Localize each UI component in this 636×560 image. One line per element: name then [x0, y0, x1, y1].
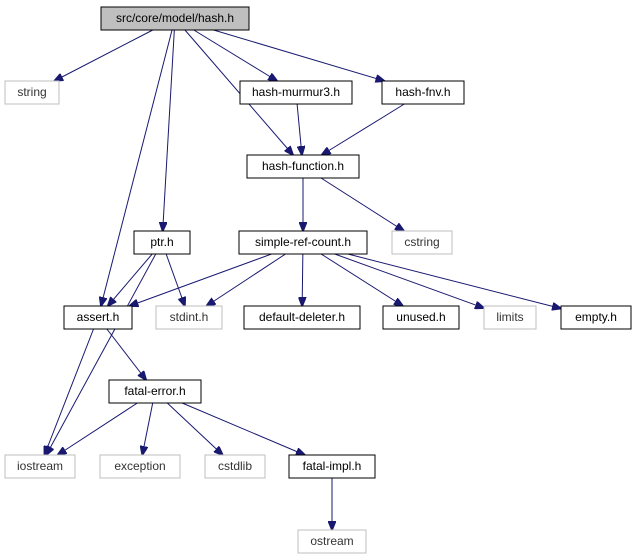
node-exception[interactable]: exception — [99, 454, 181, 479]
edge-simple-ref-count-to-assert-h — [129, 253, 272, 306]
edge-assert-h-to-iostream — [44, 328, 94, 455]
node-hash-fnv-h[interactable]: hash-fnv.h — [381, 80, 465, 105]
node-unused-h[interactable]: unused.h — [382, 305, 460, 330]
node-hash-murmur3-h[interactable]: hash-murmur3.h — [239, 80, 353, 105]
svg-text:limits: limits — [496, 310, 523, 324]
edge-simple-ref-count-to-limits — [334, 253, 484, 308]
node-cstring[interactable]: cstring — [391, 230, 453, 255]
node-simple-ref-count-h[interactable]: simple-ref-count.h — [238, 230, 368, 255]
svg-text:cstring: cstring — [404, 235, 439, 249]
svg-text:stdint.h: stdint.h — [170, 310, 209, 324]
edge-hash-h-to-ptr-h — [163, 29, 175, 231]
svg-text:src/core/model/hash.h: src/core/model/hash.h — [116, 11, 234, 25]
node-empty-h[interactable]: empty.h — [560, 305, 632, 330]
edges-layer — [44, 29, 561, 530]
edge-hash-function-to-cstring — [320, 177, 404, 231]
svg-text:assert.h: assert.h — [77, 310, 120, 324]
edge-hash-fnv-to-hash-function — [322, 103, 405, 155]
edge-hash-h-to-assert-h — [101, 29, 173, 306]
edge-simple-ref-count-to-stdint-h — [206, 253, 286, 306]
edge-ptr-h-to-assert-h — [108, 253, 153, 306]
nodes-layer: src/core/model/hash.h string hash-murmur… — [4, 6, 632, 554]
svg-text:ostream: ostream — [310, 534, 353, 548]
edge-fatal-error-to-cstdlib — [166, 402, 222, 455]
edge-hash-h-to-hash-fnv — [213, 29, 385, 81]
node-ostream[interactable]: ostream — [297, 529, 367, 554]
node-cstdlib[interactable]: cstdlib — [204, 454, 266, 479]
node-assert-h[interactable]: assert.h — [63, 305, 133, 330]
node-iostream[interactable]: iostream — [4, 454, 76, 479]
edge-simple-ref-count-to-default-deleter — [302, 253, 303, 306]
edge-fatal-error-to-fatal-impl — [181, 402, 305, 455]
svg-text:string: string — [17, 85, 46, 99]
svg-text:fatal-error.h: fatal-error.h — [124, 384, 185, 398]
svg-text:hash-function.h: hash-function.h — [262, 159, 344, 173]
edge-ptr-h-to-stdint-h — [165, 253, 185, 306]
edge-simple-ref-count-to-unused-h — [320, 253, 403, 306]
edge-simple-ref-count-to-empty-h — [347, 253, 561, 309]
edge-hash-h-to-string — [54, 29, 154, 81]
svg-text:iostream: iostream — [17, 459, 63, 473]
node-limits[interactable]: limits — [483, 305, 537, 330]
svg-text:cstdlib: cstdlib — [218, 459, 252, 473]
svg-text:fatal-impl.h: fatal-impl.h — [303, 459, 362, 473]
svg-text:unused.h: unused.h — [396, 310, 445, 324]
node-default-deleter-h[interactable]: default-deleter.h — [243, 305, 361, 330]
node-stdint-h[interactable]: stdint.h — [155, 305, 223, 330]
svg-text:empty.h: empty.h — [575, 310, 617, 324]
svg-text:exception: exception — [114, 459, 165, 473]
node-fatal-error-h[interactable]: fatal-error.h — [108, 379, 202, 404]
edge-hash-h-to-hash-murmur3 — [193, 29, 277, 81]
edge-fatal-error-to-exception — [142, 402, 154, 455]
svg-text:default-deleter.h: default-deleter.h — [259, 310, 345, 324]
node-hash-function-h[interactable]: hash-function.h — [246, 154, 360, 179]
edge-hash-h-to-hash-function — [184, 29, 293, 155]
node-hash-h[interactable]: src/core/model/hash.h — [100, 6, 250, 31]
svg-text:hash-fnv.h: hash-fnv.h — [395, 85, 450, 99]
edge-fatal-error-to-iostream — [58, 402, 138, 455]
edge-hash-murmur3-to-hash-function — [296, 103, 302, 155]
svg-text:simple-ref-count.h: simple-ref-count.h — [255, 235, 351, 249]
node-fatal-impl-h[interactable]: fatal-impl.h — [288, 454, 376, 479]
svg-text:hash-murmur3.h: hash-murmur3.h — [252, 85, 340, 99]
node-ptr-h[interactable]: ptr.h — [133, 230, 191, 255]
svg-text:ptr.h: ptr.h — [150, 235, 173, 249]
node-string[interactable]: string — [4, 80, 60, 105]
edge-assert-h-to-fatal-error — [106, 328, 146, 380]
edge-ptr-h-to-iostream — [46, 253, 157, 455]
